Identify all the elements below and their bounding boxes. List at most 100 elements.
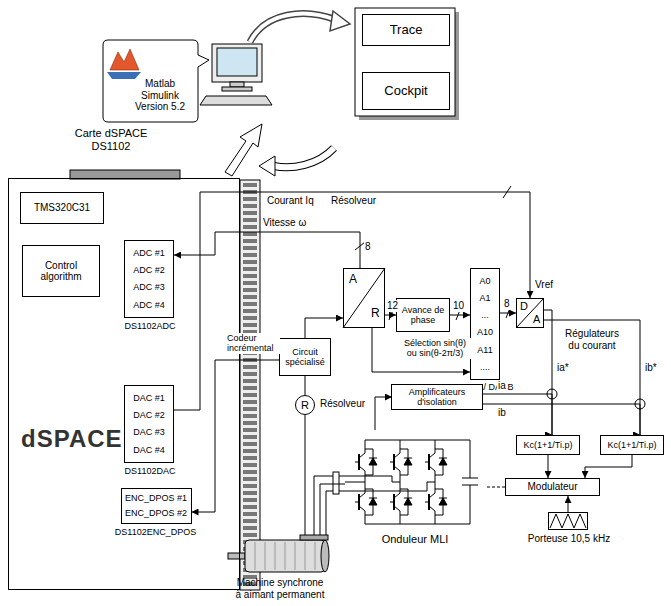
text-stack: ENC_DPOS #1ENC_DPOS #2: [122, 489, 191, 523]
transfer-arrow: [250, 11, 350, 42]
node-label: A1: [479, 293, 490, 303]
computer-icon: [230, 82, 244, 87]
signal-line: [305, 376, 306, 395]
window-frame: [355, 8, 459, 120]
signal-name: Vref: [534, 279, 554, 291]
text-stack: Amplificateurs d'isolation: [392, 385, 482, 409]
signal-name: 8: [503, 298, 511, 310]
motor-symbol: Machine synchrone à aimant permanent: [225, 535, 335, 575]
text-stack: DAC #1DAC #2DAC #3DAC #4: [125, 386, 173, 462]
signal-line: [305, 415, 306, 535]
node-label: Control algorithm: [26, 260, 96, 283]
signal-name: Courant Iq: [266, 195, 315, 207]
inverter-bridge: [355, 445, 377, 479]
transfer-arrow: [250, 14, 336, 42]
adc-block: ADC #1ADC #2ADC #3ADC #4DS1102ADC: [124, 240, 174, 318]
inverter-bridge: [462, 440, 478, 524]
text-stack: [549, 513, 587, 529]
signal-line: [483, 394, 552, 435]
process-box: Avance de phase: [396, 298, 450, 332]
bus-width: 8: [364, 241, 372, 253]
signal-line: [500, 313, 516, 314]
regulator-box: Kc(1+1/Ti.p): [516, 435, 580, 455]
node-label: A: [533, 313, 540, 326]
connector-strip: [240, 180, 260, 590]
signal-line: [192, 360, 280, 512]
converter-diagonal: [343, 268, 385, 328]
board-label: DS1102DAC: [110, 466, 190, 476]
transfer-arrow: [330, 11, 350, 31]
node-label: Machine synchrone à aimant permanent: [234, 577, 326, 600]
signal-name: ia*: [556, 362, 570, 374]
signal-name: 12: [386, 300, 399, 312]
signal-line: [585, 455, 632, 478]
signal-name: Codeur incrémental: [226, 333, 280, 354]
inverter-bridge: [314, 476, 345, 535]
computer-icon: [222, 87, 252, 91]
signal-line: [544, 310, 552, 435]
node-label: Onduleur MLI: [365, 533, 465, 546]
node-label: Matlab Simulink Version 5.2: [125, 78, 195, 113]
signal-line: [483, 404, 640, 435]
node-label: Amplificateurs d'isolation: [395, 387, 479, 408]
node-label: Kc(1+1/Ti.p): [608, 440, 657, 450]
inverter-bridge: [365, 440, 470, 441]
computer-icon: [212, 44, 262, 82]
inverter-bridge: [345, 482, 435, 491]
window-box: Cockpit: [362, 72, 450, 110]
matlab-callout: [107, 72, 141, 79]
node-label: DAC #2: [133, 410, 165, 420]
text-stack: Kc(1+1/Ti.p): [601, 436, 663, 454]
matlab-callout: [110, 49, 139, 70]
signal-name: ib: [497, 407, 507, 419]
node-label: Circuit spécialisé: [283, 347, 327, 368]
node-label: Avance de phase: [400, 305, 446, 326]
node-label: A11: [477, 345, 492, 355]
memory-block: A0A1...A10A11....DACA/ DACB: [470, 268, 500, 380]
node-label: D: [520, 300, 528, 313]
callout-bubble: Matlab Simulink Version 5.2: [103, 40, 198, 122]
group-label: Régulateurs du courant: [560, 328, 624, 351]
inverter-bridge: [425, 485, 447, 519]
converter-box: DA: [516, 298, 544, 328]
computer-icon: [200, 44, 272, 105]
text-stack: Control algorithm: [23, 246, 99, 296]
connector-strip: [240, 182, 260, 588]
node-label: Cockpit: [384, 84, 427, 99]
node-label: ....: [480, 362, 490, 372]
processor-box: TMS320C31: [20, 192, 104, 224]
amplifier-box: Amplificateurs d'isolation: [391, 384, 483, 410]
board-label: DS1102ADC: [110, 321, 190, 331]
inverter-bridge: [333, 472, 339, 494]
inverter-symbol: Onduleur MLI: [345, 430, 485, 530]
node-label: Porteuse 10,5 kHz: [524, 533, 614, 545]
matlab-callout: [103, 40, 209, 122]
node-label: TMS320C31: [34, 202, 90, 214]
motor-symbol: [245, 540, 325, 572]
converter-box: AR: [343, 268, 385, 328]
text-stack: Trace: [363, 15, 449, 45]
resolver-symbol: RRésolveur: [295, 395, 315, 415]
text-stack: Cockpit: [363, 73, 449, 109]
computer-icon: [217, 48, 257, 76]
text-stack: [225, 535, 335, 575]
node-label: DAC #1: [133, 393, 165, 403]
node-label: Kc(1+1/Ti.p): [524, 440, 573, 450]
inverter-bridge: [345, 482, 365, 483]
text-stack: Modulateur: [506, 479, 599, 495]
node-label: ENC_DPOS #2: [125, 508, 187, 518]
signal-line: [568, 496, 569, 512]
encoder-block: ENC_DPOS #1ENC_DPOS #2DS1102ENC_DPOS: [121, 488, 192, 524]
dac-block: DAC #1DAC #2DAC #3DAC #4DS1102DAC: [124, 385, 174, 463]
window-frame: [355, 8, 455, 116]
node-label: ADC #4: [133, 300, 165, 310]
text-stack: TMS320C31: [21, 193, 103, 223]
text-stack: ADC #1ADC #2ADC #3ADC #4: [125, 241, 173, 317]
signal-line: [450, 315, 470, 316]
inverter-bridge: [355, 485, 377, 519]
signal-name: Sélection sin(θ) ou sin(θ-2π/3): [398, 338, 472, 359]
motor-symbol: [255, 542, 315, 570]
motor-symbol: [321, 540, 329, 572]
